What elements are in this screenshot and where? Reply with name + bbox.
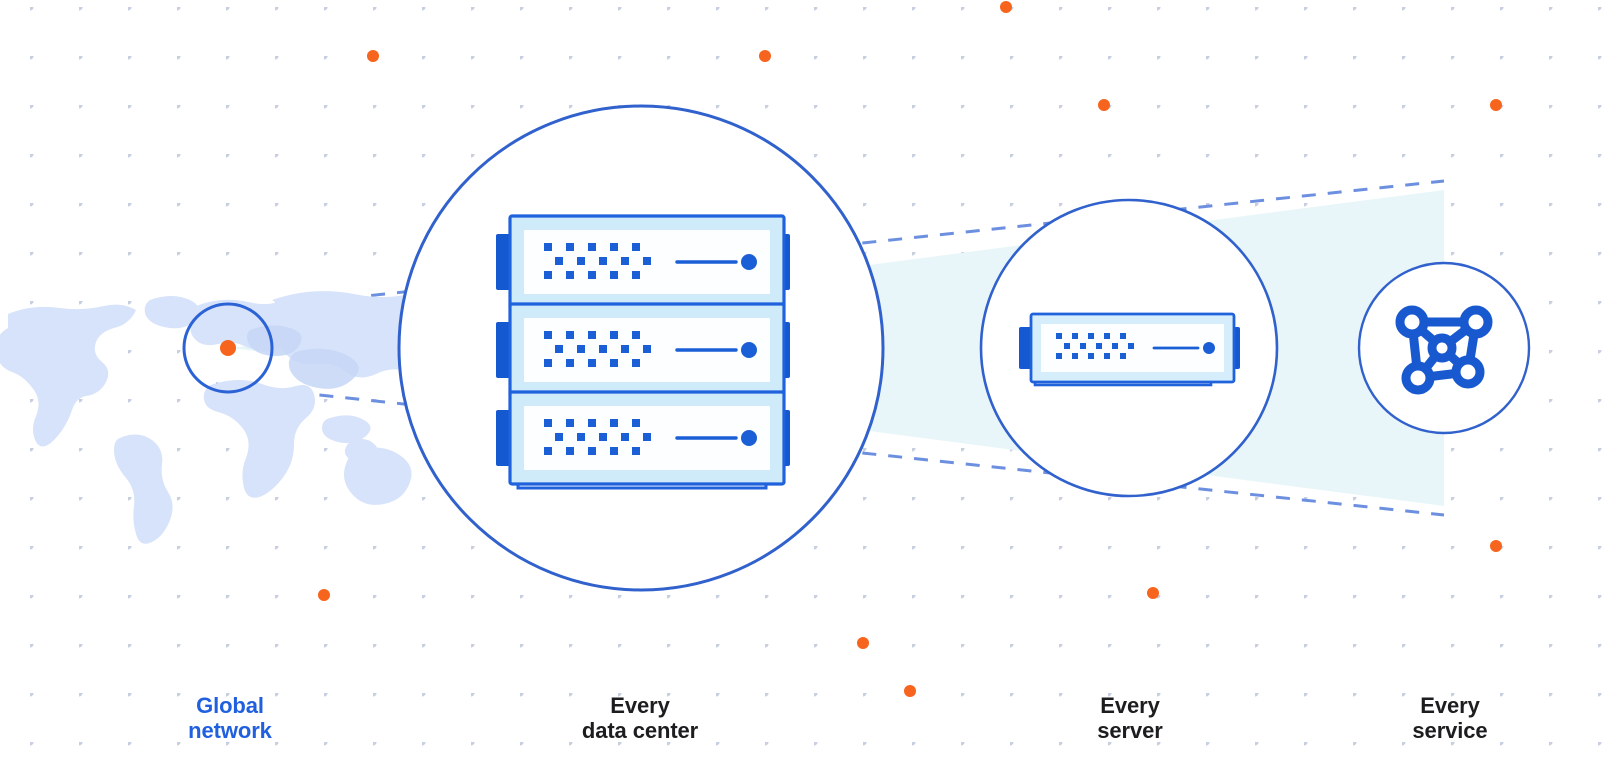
stage-label-line1: Global	[196, 693, 264, 718]
stage-label-line2: service	[1412, 718, 1488, 743]
stage-label-line2: server	[1097, 718, 1163, 743]
stage-label-line2: network	[188, 718, 272, 743]
orange-accent-dots	[318, 1, 1502, 697]
mesh-network-icon	[1395, 305, 1493, 395]
stage-label-line1: Every	[1100, 693, 1160, 718]
stage-label-line1: Every	[610, 693, 670, 718]
stage-label-line1: Every	[1420, 693, 1480, 718]
map-focus-circle	[182, 302, 274, 394]
server-rack-icon	[494, 214, 792, 490]
location-dot-marker	[220, 340, 236, 356]
single-server-icon	[1017, 312, 1242, 387]
world-map-icon	[0, 288, 464, 544]
stage-label-line2: data center	[581, 718, 699, 743]
